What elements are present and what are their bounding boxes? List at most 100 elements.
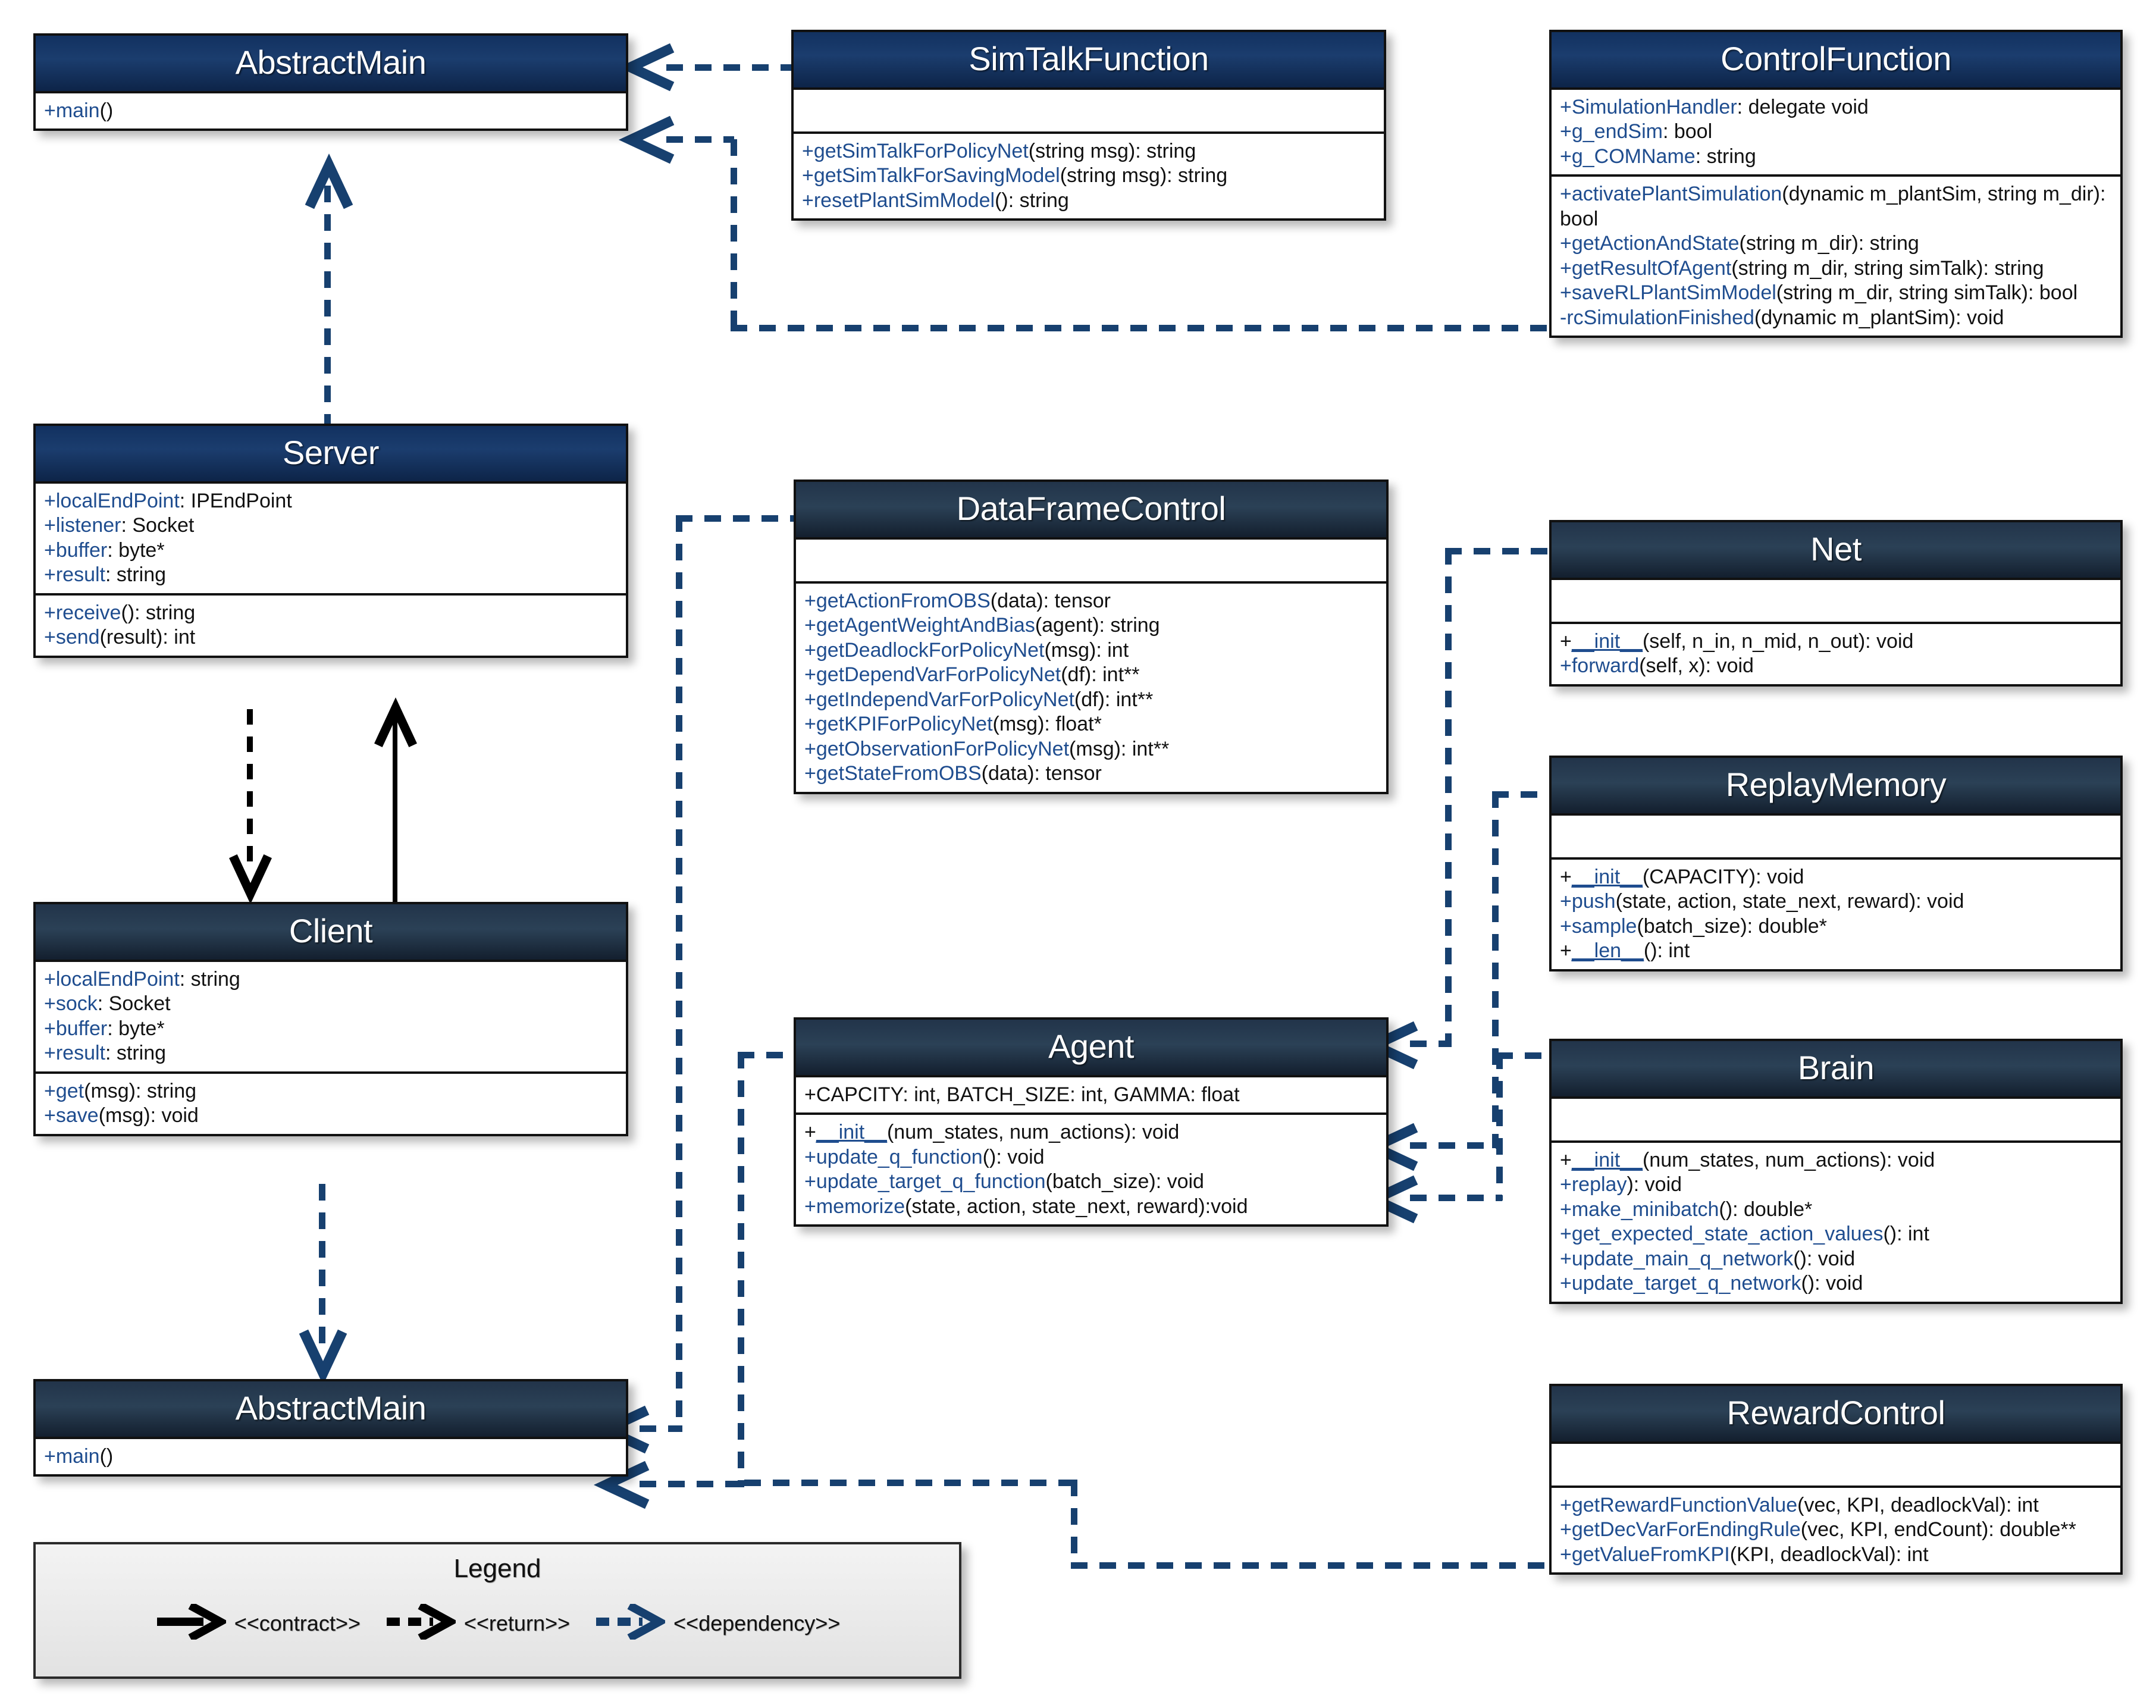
class-box-dataframecontrol[interactable]: DataFrameControl +getActionFromOBS(data)… xyxy=(794,480,1389,794)
class-attributes-rewardcontrol xyxy=(1552,1443,2120,1486)
member-row: +result: string xyxy=(44,563,167,587)
connector-server-to-abstractmain-top xyxy=(324,186,331,424)
connector-agent-vertical xyxy=(738,1052,744,1487)
connector-client-to-server-contract xyxy=(393,717,397,910)
class-title-abstractmain-bottom: AbstractMain xyxy=(36,1381,626,1439)
member-row: +memorize(state, action, state_next, rew… xyxy=(804,1195,1248,1218)
member-row: +SimulationHandler: delegate void xyxy=(1560,95,1869,118)
member-row: +sock: Socket xyxy=(44,992,171,1016)
member-row: +get(msg): string xyxy=(44,1079,197,1102)
class-title-simtalkfunction: SimTalkFunction xyxy=(794,32,1384,90)
member-row: +main() xyxy=(44,99,114,122)
connector-dataframecontrol-topline xyxy=(676,515,795,522)
member-row: +update_target_q_network(): void xyxy=(1560,1272,1863,1295)
connector-agent-topline xyxy=(738,1052,804,1058)
class-title-client: Client xyxy=(36,904,626,962)
member-row: +localEndPoint: IPEndPoint xyxy=(44,489,292,512)
class-methods-dataframecontrol: +getActionFromOBS(data): tensor +getAgen… xyxy=(796,581,1386,792)
class-attributes-replaymemory xyxy=(1552,815,2120,857)
member-row: +listener: Socket xyxy=(44,514,195,537)
member-row: +getKPIForPolicyNet(msg): float* xyxy=(804,713,1102,736)
connector-replaymemory-vertical xyxy=(1492,791,1499,1148)
member-row: +update_main_q_network(): void xyxy=(1560,1247,1856,1270)
member-row: +getResultOfAgent(string m_dir, string s… xyxy=(1560,256,2044,280)
class-methods-brain: +__init__(num_states, num_actions): void… xyxy=(1552,1140,2120,1302)
legend-item-contract: <<contract>> xyxy=(146,1602,369,1643)
connector-rewardcontrol-topline xyxy=(744,1480,1075,1486)
class-box-net[interactable]: Net +__init__(self, n_in, n_mid, n_out):… xyxy=(1549,520,2123,687)
member-row: +getSimTalkForSavingModel(string msg): s… xyxy=(802,164,1228,187)
class-attributes-brain xyxy=(1552,1098,2120,1140)
member-row: +replay): void xyxy=(1560,1173,1682,1196)
member-row: +__init__(self, n_in, n_mid, n_out): voi… xyxy=(1560,629,1914,653)
class-methods-rewardcontrol: +getRewardFunctionValue(vec, KPI, deadlo… xyxy=(1552,1485,2120,1573)
legend-title: Legend xyxy=(453,1554,541,1583)
member-row: +get_expected_state_action_values(): int xyxy=(1560,1223,1929,1246)
member-row: +push(state, action, state_next, reward)… xyxy=(1560,890,1964,913)
legend-item-return: <<return>> xyxy=(376,1602,578,1643)
class-title-controlfunction: ControlFunction xyxy=(1552,32,2120,90)
member-row: +forward(self, x): void xyxy=(1560,654,1754,678)
class-attributes-server: +localEndPoint: IPEndPoint +listener: So… xyxy=(36,483,626,593)
class-title-rewardcontrol: RewardControl xyxy=(1552,1386,2120,1444)
solid-arrow-black-icon xyxy=(155,1602,229,1643)
class-attributes-controlfunction: +SimulationHandler: delegate void +g_end… xyxy=(1552,89,2120,175)
class-title-agent: Agent xyxy=(796,1020,1386,1077)
member-row: +__init__(num_states, num_actions): void xyxy=(804,1121,1180,1144)
member-row: +send(result): int xyxy=(44,626,196,649)
class-box-controlfunction[interactable]: ControlFunction +SimulationHandler: dele… xyxy=(1549,30,2123,339)
class-box-abstractmain-bottom[interactable]: AbstractMain +main() xyxy=(33,1379,628,1477)
legend-label-dependency: <<dependency>> xyxy=(673,1610,841,1635)
connector-server-to-client-return xyxy=(247,709,253,870)
connector-replaymemory-bottomline xyxy=(1410,1142,1498,1149)
class-box-server[interactable]: Server +localEndPoint: IPEndPoint +liste… xyxy=(33,424,628,658)
member-row: +getRewardFunctionValue(vec, KPI, deadlo… xyxy=(1560,1493,2039,1516)
member-row: +getValueFromKPI(KPI, deadlockVal): int xyxy=(1560,1543,1929,1566)
connector-rewardcontrol-bottomline xyxy=(1071,1562,1547,1569)
member-row: +getActionAndState(string m_dir): string xyxy=(1560,232,1919,255)
connector-dataframecontrol-vertical xyxy=(676,515,682,1431)
member-row: +__init__(CAPACITY): void xyxy=(1560,865,1804,888)
class-methods-abstractmain-bottom: +main() xyxy=(36,1439,626,1475)
class-box-abstractmain-top[interactable]: AbstractMain +main() xyxy=(33,33,628,131)
class-box-brain[interactable]: Brain +__init__(num_states, num_actions)… xyxy=(1549,1039,2123,1304)
member-row: +result: string xyxy=(44,1042,167,1065)
connector-brain-topline xyxy=(1496,1052,1555,1059)
member-row: +__len__(): int xyxy=(1560,939,1690,963)
class-box-replaymemory[interactable]: ReplayMemory +__init__(CAPACITY): void +… xyxy=(1549,756,2123,971)
class-box-client[interactable]: Client +localEndPoint: string +sock: Soc… xyxy=(33,902,628,1136)
connector-rewardcontrol-vertical xyxy=(1071,1480,1077,1568)
member-row: +main() xyxy=(44,1444,114,1468)
member-row: +buffer: byte* xyxy=(44,1017,165,1040)
member-row: +getAgentWeightAndBias(agent): string xyxy=(804,614,1160,637)
member-row: +getStateFromOBS(data): tensor xyxy=(804,762,1102,785)
class-title-net: Net xyxy=(1552,522,2120,580)
member-row: +g_endSim: bool xyxy=(1560,120,1713,143)
connector-brain-bottomline xyxy=(1410,1195,1502,1201)
legend-item-dependency: <<dependency>> xyxy=(585,1602,848,1643)
class-title-abstractmain-top: AbstractMain xyxy=(36,36,626,93)
class-box-rewardcontrol[interactable]: RewardControl +getRewardFunctionValue(ve… xyxy=(1549,1384,2123,1575)
connector-net-bottomline xyxy=(1410,1041,1452,1047)
class-methods-net: +__init__(self, n_in, n_mid, n_out): voi… xyxy=(1552,621,2120,684)
class-box-agent[interactable]: Agent +CAPCITY: int, BATCH_SIZE: int, GA… xyxy=(794,1017,1389,1227)
class-box-simtalkfunction[interactable]: SimTalkFunction +getSimTalkForPolicyNet(… xyxy=(791,30,1386,221)
member-row: +sample(batch_size): double* xyxy=(1560,914,1827,938)
member-row: +getSimTalkForPolicyNet(string msg): str… xyxy=(802,139,1196,162)
connector-net-vertical xyxy=(1445,548,1452,1046)
class-title-brain: Brain xyxy=(1552,1041,2120,1099)
class-methods-server: +receive(): string +send(result): int xyxy=(36,593,626,656)
member-row: +activatePlantSimulation(dynamic m_plant… xyxy=(1560,183,2106,230)
connector-simtalk-to-abstractmain-top xyxy=(666,64,803,71)
connector-controlfunction-to-abstractmain-bottomline xyxy=(731,325,1552,331)
connector-net-topline xyxy=(1445,548,1552,554)
class-methods-replaymemory: +__init__(CAPACITY): void +push(state, a… xyxy=(1552,857,2120,969)
connector-controlfunction-topline xyxy=(666,136,734,143)
member-row: +buffer: byte* xyxy=(44,538,165,562)
dashed-arrow-blue-icon xyxy=(594,1602,668,1643)
class-title-replaymemory: ReplayMemory xyxy=(1552,758,2120,816)
connector-controlfunction-vertical xyxy=(731,139,737,328)
class-methods-client: +get(msg): string +save(msg): void xyxy=(36,1071,626,1134)
connector-replaymemory-topline xyxy=(1492,791,1553,798)
